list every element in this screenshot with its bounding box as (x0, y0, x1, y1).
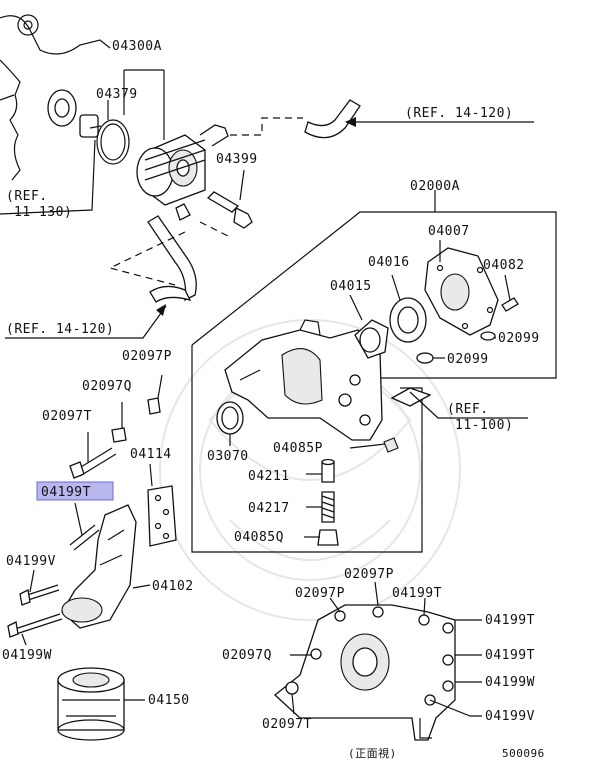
engine-block-outline (0, 14, 111, 181)
part-labels: 04300A 04379 04399 (REF. 14-120) (REF. 1… (2, 39, 545, 760)
ref-14-120-top[interactable]: (REF. 14-120) (405, 106, 513, 121)
label-04199t-front-right-1[interactable]: 04199T (485, 613, 535, 628)
label-04102[interactable]: 04102 (152, 579, 194, 594)
pump-front-view (274, 581, 482, 741)
label-04379[interactable]: 04379 (96, 87, 138, 102)
oil-cooler-group (47, 89, 253, 229)
front-view-caption: (正面視) (348, 746, 397, 760)
label-02097t-left[interactable]: 02097T (42, 409, 92, 424)
oil-hoses (108, 99, 361, 303)
label-04211[interactable]: 04211 (248, 469, 290, 484)
label-02097p-front-left[interactable]: 02097P (295, 586, 345, 601)
label-04016[interactable]: 04016 (368, 255, 410, 270)
label-02097q-left[interactable]: 02097Q (82, 379, 132, 394)
label-04199w-front[interactable]: 04199W (485, 675, 535, 690)
ref-11-130-line2[interactable]: 11-130) (14, 205, 72, 220)
label-04199v-front[interactable]: 04199V (485, 709, 535, 724)
label-02000a[interactable]: 02000A (410, 179, 460, 194)
leader-lines-top (0, 69, 534, 339)
strainer-group (7, 374, 177, 646)
label-04300a[interactable]: 04300A (112, 39, 162, 54)
oil-filter (57, 667, 145, 741)
ref-14-120-left[interactable]: (REF. 14-120) (6, 322, 114, 337)
label-04399[interactable]: 04399 (216, 152, 258, 167)
label-02097t-front[interactable]: 02097T (262, 717, 312, 732)
label-04199t-front-top[interactable]: 04199T (392, 586, 442, 601)
label-03070[interactable]: 03070 (207, 449, 249, 464)
label-04085p[interactable]: 04085P (273, 441, 323, 456)
label-04199w-left[interactable]: 04199W (2, 648, 52, 663)
label-02099-lower[interactable]: 02099 (447, 352, 489, 367)
label-02097q-front[interactable]: 02097Q (222, 648, 272, 663)
label-04007[interactable]: 04007 (428, 224, 470, 239)
label-02097p-left[interactable]: 02097P (122, 349, 172, 364)
diagram-id: 500096 (502, 747, 545, 760)
ref-11-100-line2[interactable]: 11-100) (455, 418, 513, 433)
label-04015[interactable]: 04015 (330, 279, 372, 294)
label-02097p-front-top[interactable]: 02097P (344, 567, 394, 582)
label-04082[interactable]: 04082 (483, 258, 525, 273)
ref-11-100-line1[interactable]: (REF. (447, 402, 489, 417)
label-04199t-highlighted[interactable]: 04199T (41, 485, 91, 500)
label-04150[interactable]: 04150 (148, 693, 190, 708)
label-04199v-left[interactable]: 04199V (6, 554, 56, 569)
label-04217[interactable]: 04217 (248, 501, 290, 516)
label-04199t-front-right-2[interactable]: 04199T (485, 648, 535, 663)
highlight-box (36, 481, 114, 501)
oil-pump-group (191, 190, 557, 553)
label-02099-upper[interactable]: 02099 (498, 331, 540, 346)
label-04114[interactable]: 04114 (130, 447, 172, 462)
ref-11-130-line1[interactable]: (REF. (6, 189, 48, 204)
label-04085q[interactable]: 04085Q (234, 530, 284, 545)
